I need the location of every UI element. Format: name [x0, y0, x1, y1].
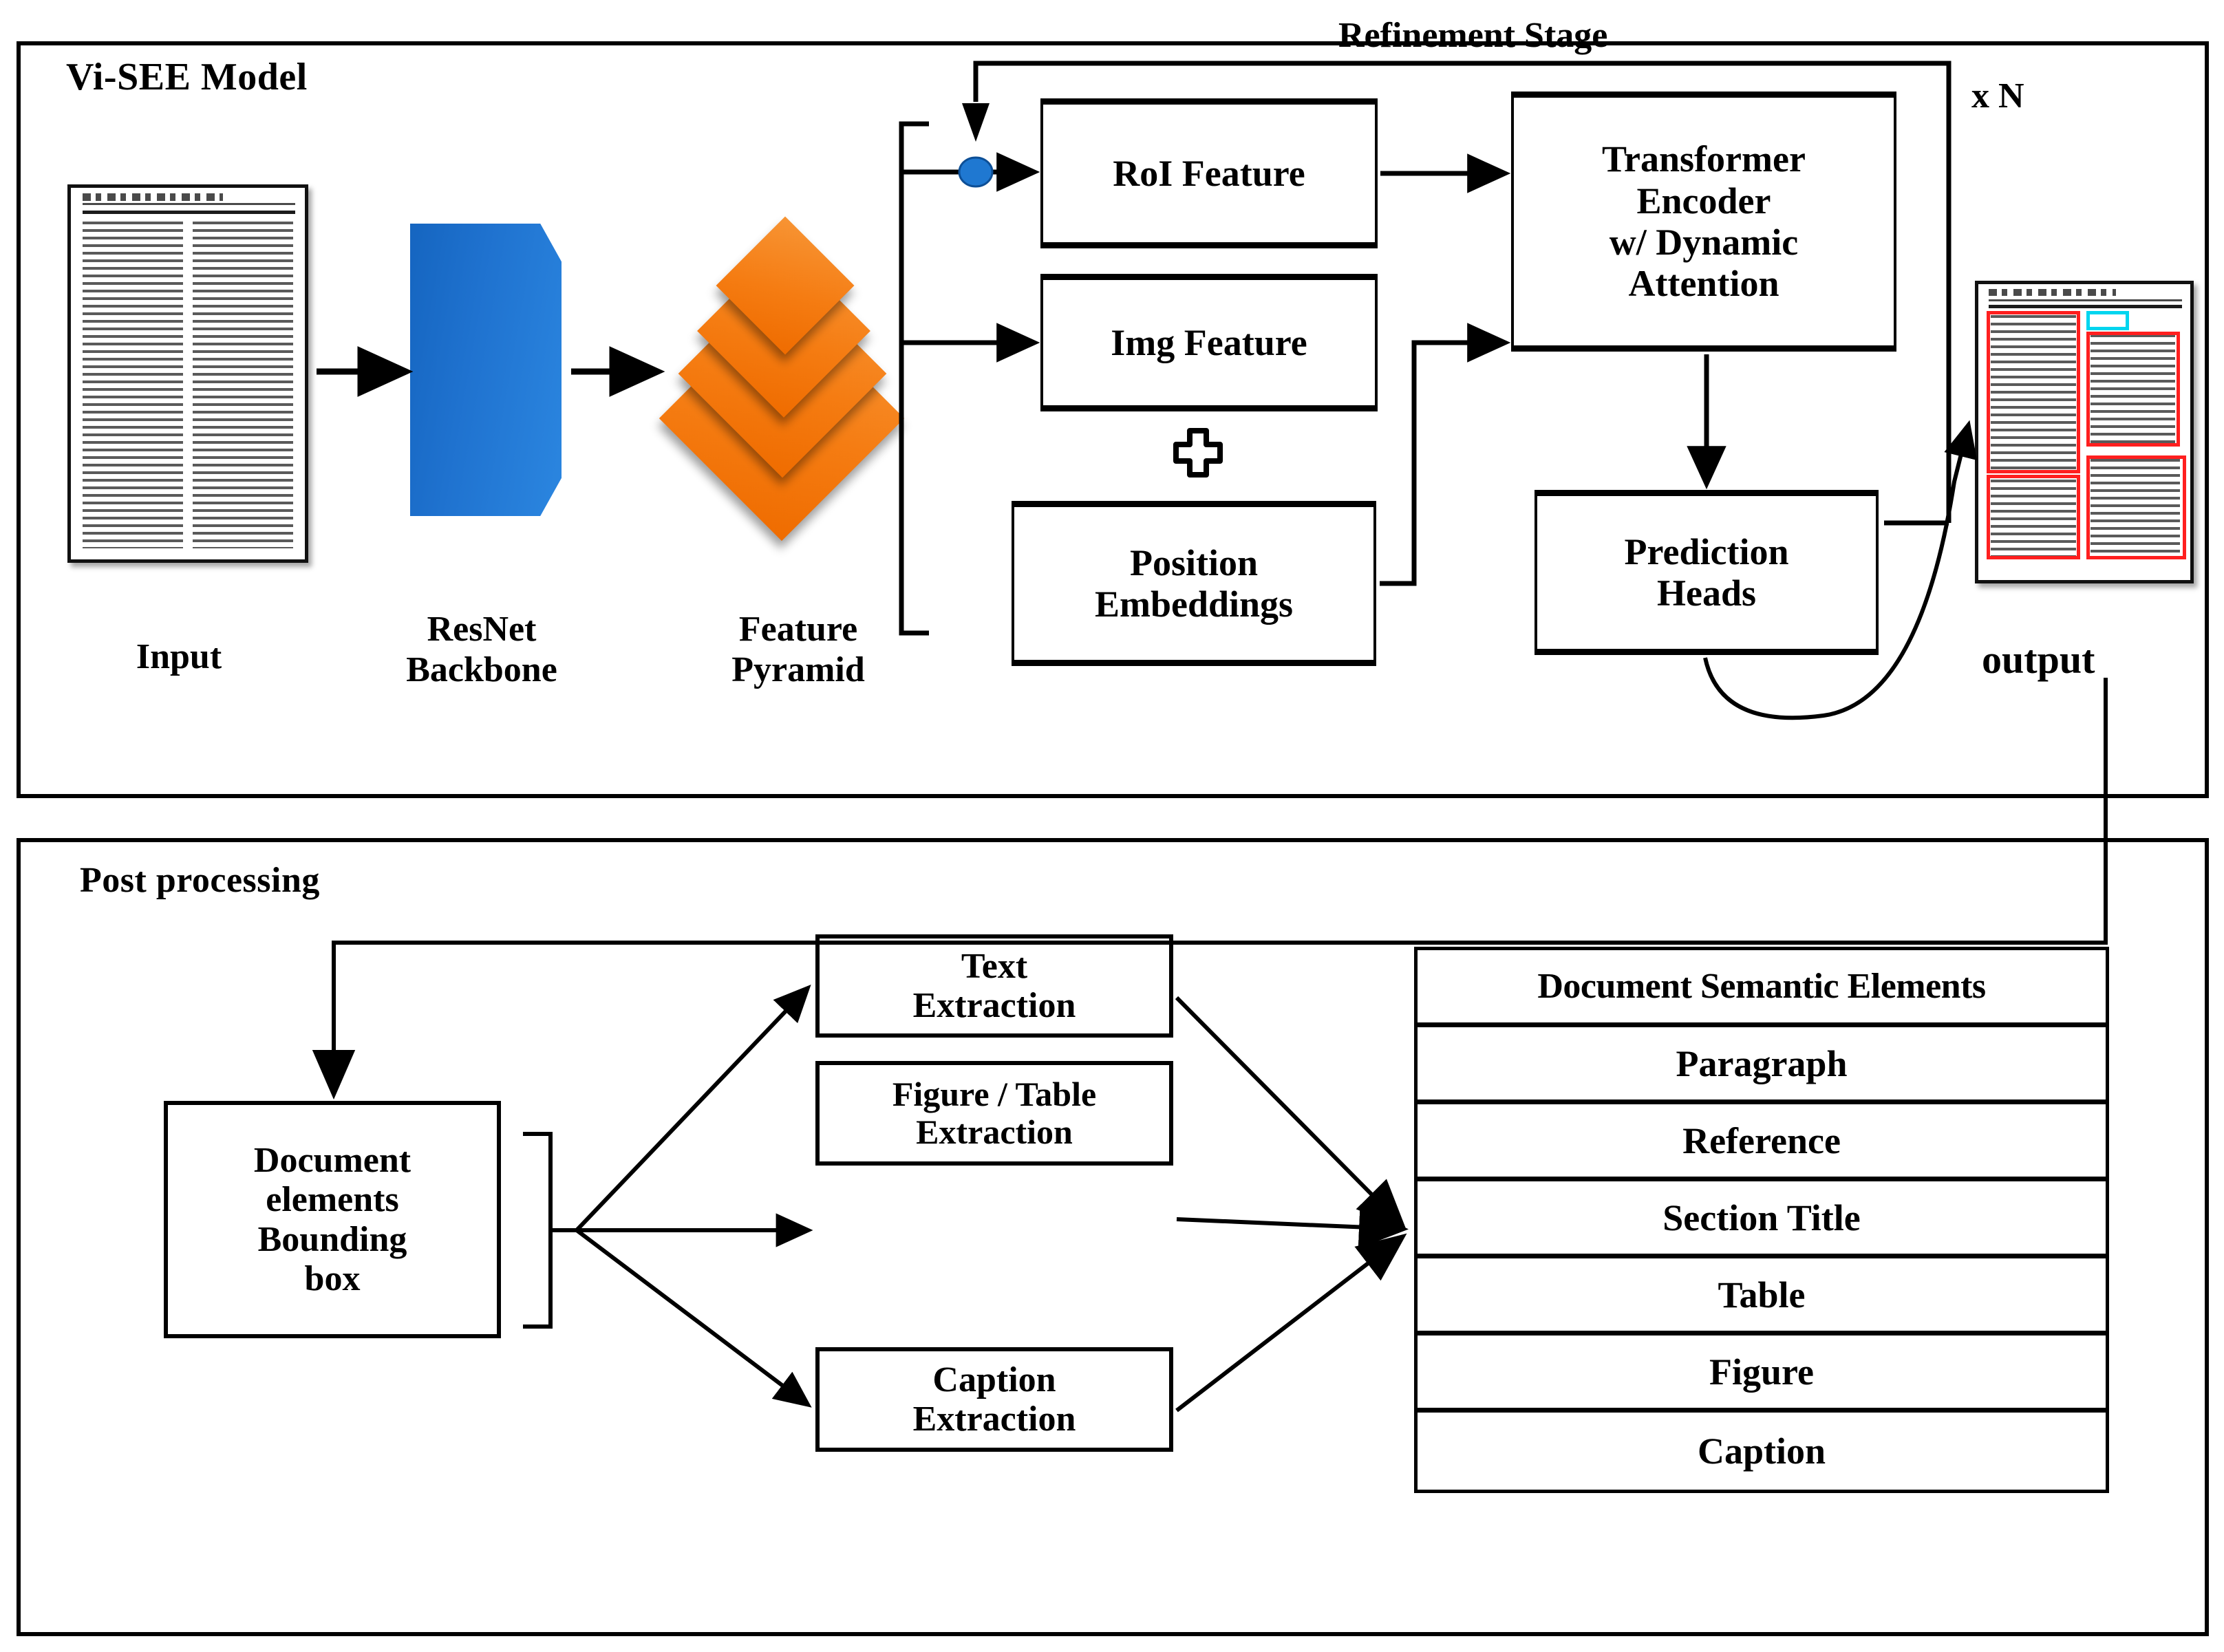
feature-pyramid-shape — [659, 216, 977, 541]
figure-table-extraction-box[interactable]: Figure / Table Extraction — [815, 1061, 1173, 1166]
output-document-thumbnail — [1975, 281, 2194, 583]
dse-row-table: Table — [1418, 1258, 2106, 1335]
bbox-paragraph-left-bottom — [1987, 475, 2080, 559]
position-embeddings-box[interactable]: Position Embeddings — [1012, 501, 1376, 666]
dse-table-header: Document Semantic Elements — [1418, 950, 2106, 1027]
document-text-column-left — [83, 221, 184, 548]
output-document-rule-thin — [1989, 299, 2182, 301]
dse-row-reference: Reference — [1418, 1104, 2106, 1181]
output-text-column-c — [2091, 334, 2176, 444]
plus-icon — [1173, 428, 1223, 478]
prediction-heads-box[interactable]: Prediction Heads — [1535, 490, 1879, 655]
vi-see-model-title: Vi-SEE Model — [66, 56, 308, 98]
output-label: output — [1982, 637, 2095, 682]
input-stage-label: Input — [136, 637, 222, 676]
output-document-rule-thick — [1989, 305, 2182, 309]
bbox-paragraph-right-bottom — [2086, 455, 2186, 559]
caption-extraction-box[interactable]: Caption Extraction — [815, 1347, 1173, 1452]
refinement-stage-label: Refinement Stage — [1338, 16, 1608, 55]
dse-row-section-title: Section Title — [1418, 1181, 2106, 1258]
text-extraction-box[interactable]: Text Extraction — [815, 934, 1173, 1038]
transformer-encoder-box[interactable]: Transformer Encoder w/ Dynamic Attention — [1511, 92, 1896, 352]
resnet-backbone-stage-label: ResNet Backbone — [406, 610, 557, 690]
bbox-paragraph-left-top — [1987, 310, 2080, 474]
repeat-count-label: x N — [1971, 76, 2024, 116]
document-rule-thick — [83, 211, 296, 215]
dse-row-caption: Caption — [1697, 1430, 1826, 1472]
dse-row-paragraph: Paragraph — [1418, 1027, 2106, 1104]
document-elements-bounding-box[interactable]: Document elements Bounding box — [164, 1101, 501, 1338]
output-text-column-b — [1991, 479, 2076, 557]
bbox-section-title — [2086, 310, 2129, 330]
post-processing-title: Post processing — [80, 861, 320, 900]
document-semantic-elements-table: Document Semantic Elements Paragraph Ref… — [1414, 947, 2109, 1493]
document-header-text — [83, 193, 223, 202]
document-text-column-right — [192, 221, 293, 548]
resnet-backbone-shape — [410, 224, 562, 516]
roi-feature-box[interactable]: RoI Feature — [1040, 98, 1378, 248]
output-text-column-a — [1991, 315, 2076, 473]
feature-pyramid-stage-label: Feature Pyramid — [731, 610, 865, 690]
input-document-thumbnail — [67, 184, 308, 563]
bbox-paragraph-right-top — [2086, 331, 2180, 447]
output-text-column-d — [2091, 458, 2180, 557]
img-feature-box[interactable]: Img Feature — [1040, 274, 1378, 411]
output-document-header-text — [1989, 288, 2117, 297]
document-rule-thin — [83, 202, 296, 205]
dse-row-figure: Figure — [1418, 1335, 2106, 1413]
